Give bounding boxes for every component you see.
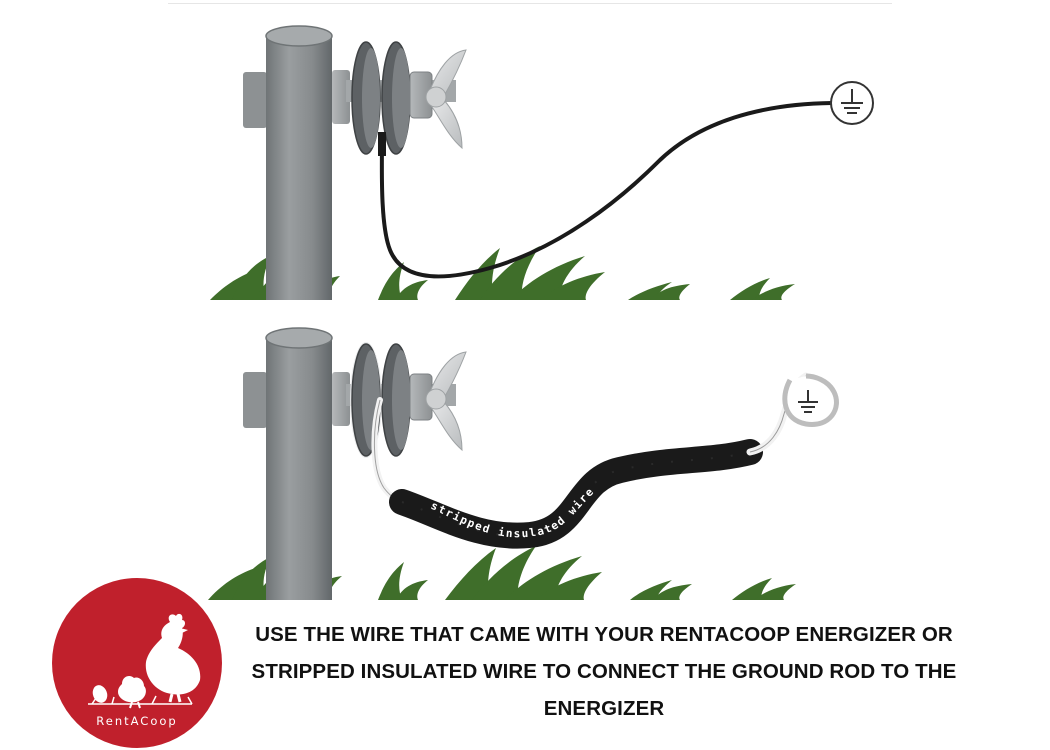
- grass-tuft: [455, 246, 605, 300]
- logo-brand-text: RentACoop: [96, 714, 177, 728]
- stripped-insulated-wire: [389, 439, 763, 549]
- instruction-caption: USE THE WIRE THAT CAME WITH YOUR RENTACO…: [240, 616, 968, 727]
- grass-tuft: [732, 578, 796, 600]
- fence-grounding-diagram: stripped insulated wire: [208, 25, 874, 600]
- grass-tuft: [730, 278, 795, 300]
- chicken-logo-icon: [88, 613, 201, 709]
- ground-wire: [379, 101, 834, 279]
- grass-tuft: [628, 282, 690, 300]
- grass-tuft: [445, 546, 602, 600]
- top-divider: [168, 3, 892, 4]
- insulator: [332, 41, 456, 155]
- grass-tuft: [378, 562, 428, 600]
- scene-stripped-wire-ground: stripped insulated wire: [208, 327, 839, 600]
- caption-line-3: ENERGIZER: [543, 697, 665, 720]
- grass-tuft: [630, 580, 692, 600]
- fence-post: [243, 327, 333, 600]
- caption-line-1: USE THE WIRE THAT CAME WITH YOUR RENTACO…: [255, 623, 953, 646]
- ground-symbol-icon: [782, 373, 839, 427]
- grass-tuft: [378, 262, 428, 300]
- wing-nut: [425, 49, 467, 150]
- fence-post: [243, 25, 333, 300]
- scene-wire-ground: [210, 25, 874, 300]
- wing-nut: [425, 351, 467, 452]
- ground-symbol-icon: [830, 81, 874, 125]
- caption-line-2: STRIPPED INSULATED WIRE TO CONNECT THE G…: [251, 660, 957, 683]
- rentacoop-logo: RentACoop: [52, 578, 222, 748]
